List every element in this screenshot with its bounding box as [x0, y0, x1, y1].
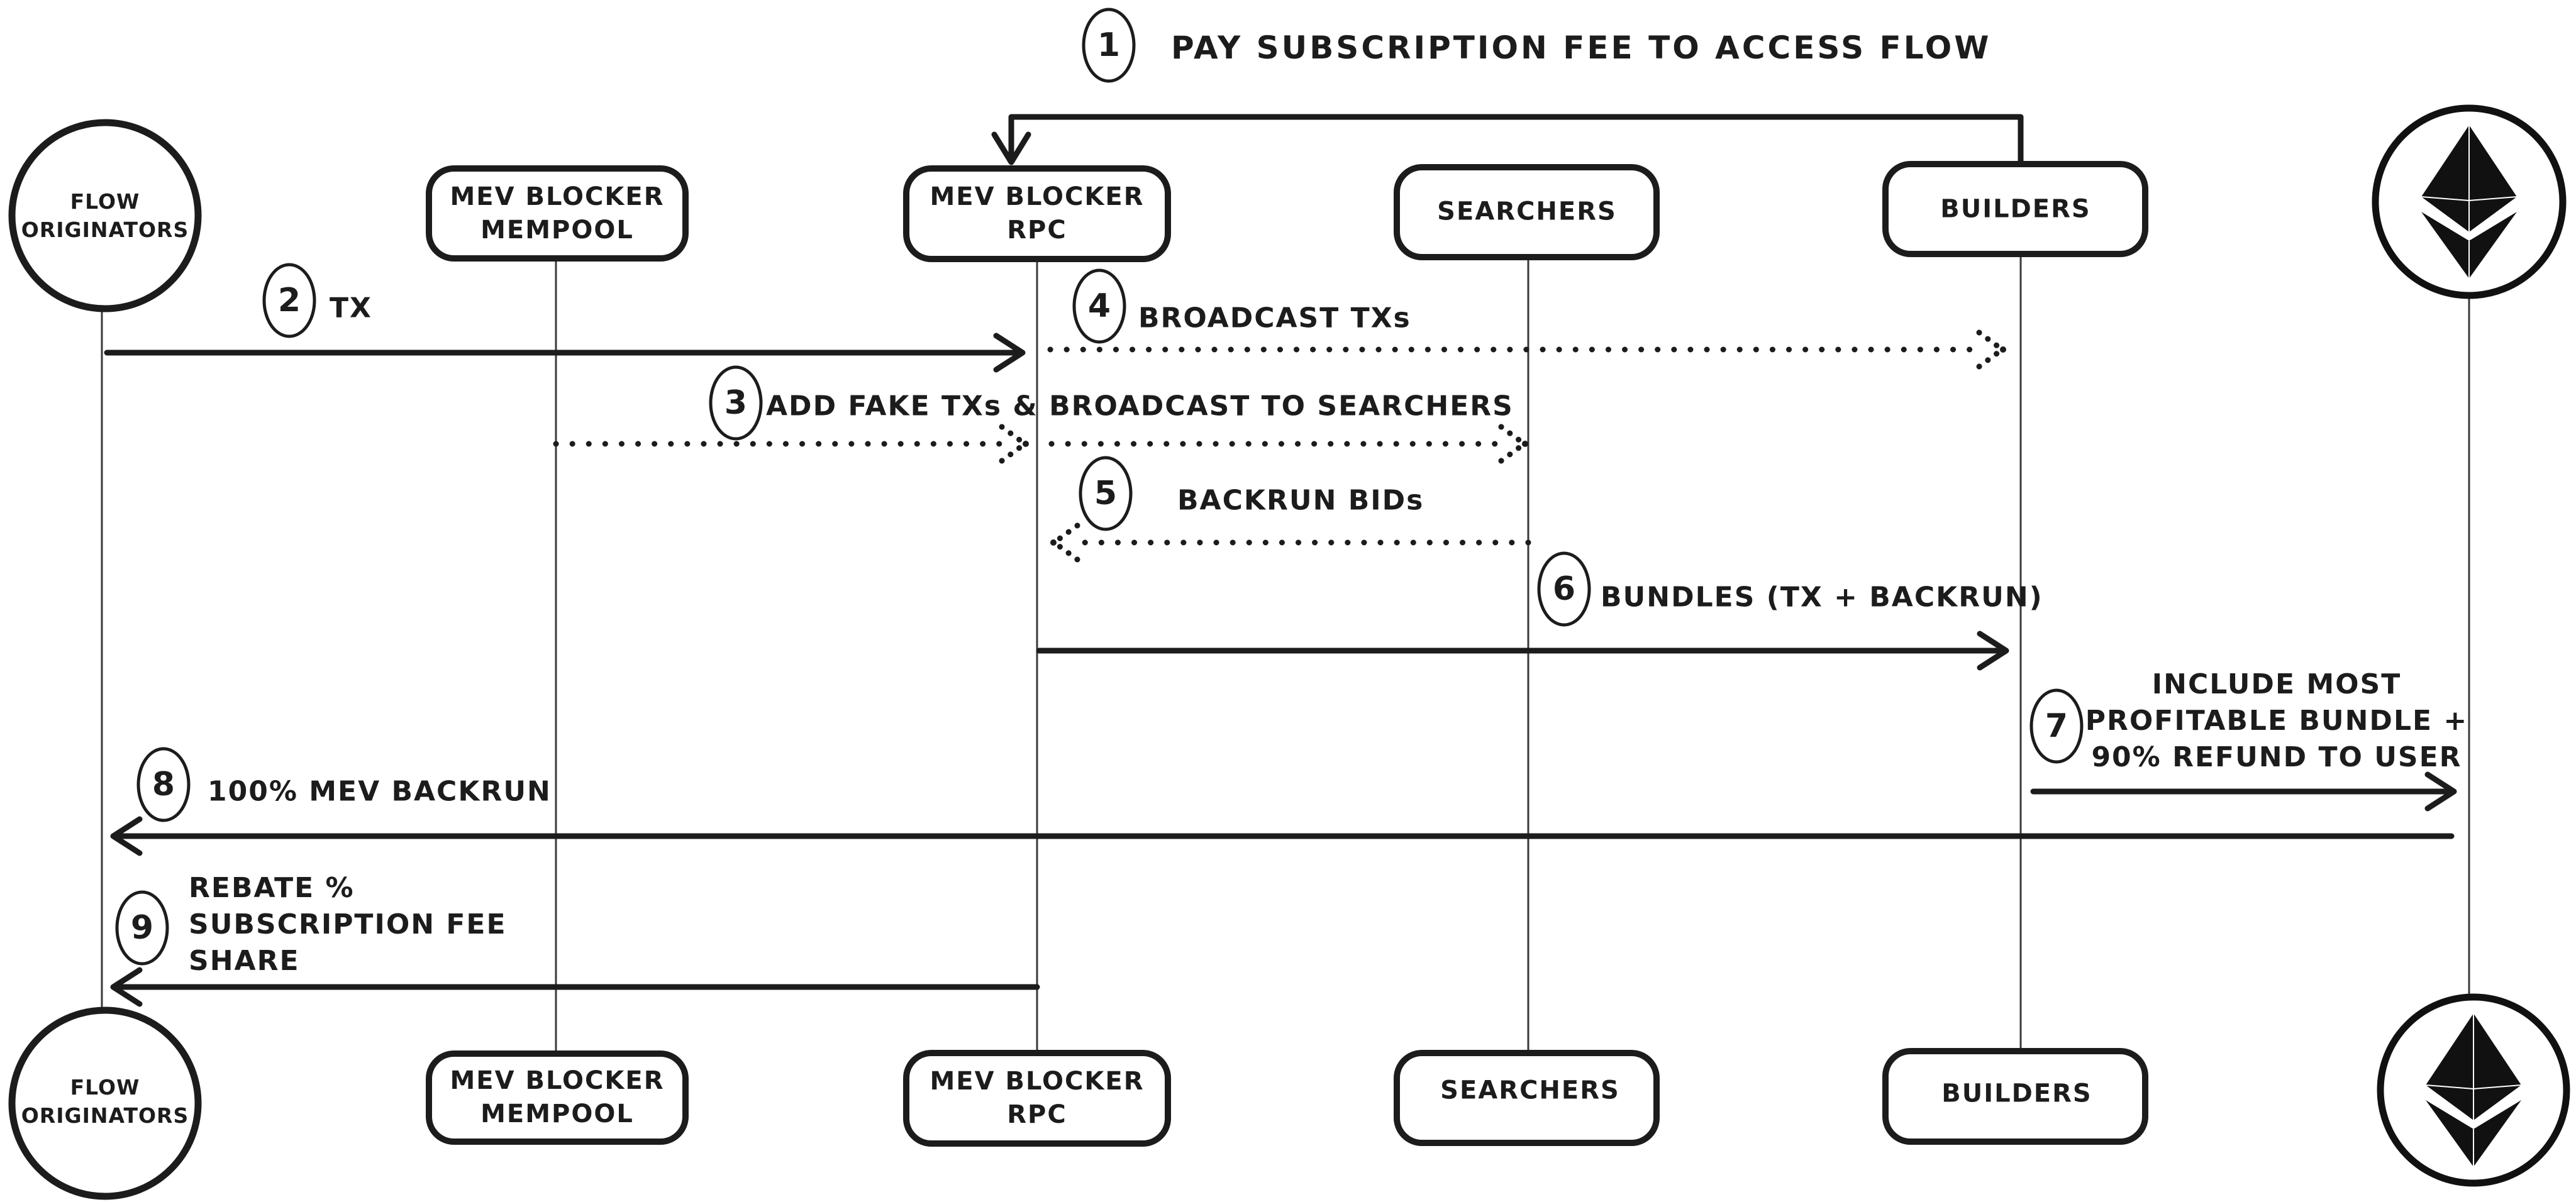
label-rebate: REBATE % SUBSCRIPTION FEE SHARE [189, 872, 507, 977]
box-builders-bottom [1882, 1048, 2148, 1145]
box-mev-blocker-mempool-bottom [426, 1050, 689, 1145]
actor-flow-originators-bottom: FLOW ORIGINATORS [21, 1075, 189, 1128]
badge-ellipse-4 [1072, 268, 1126, 344]
subscription-fee-connector [991, 114, 2024, 165]
step-badges [115, 8, 2084, 966]
arrowhead-left [110, 967, 143, 1007]
actor-mev-blocker-mempool-top: MEV BLOCKER MEMPOOL [450, 182, 665, 245]
arrowhead-right [1977, 631, 2009, 671]
actor-boxes-bottom [426, 1048, 2148, 1147]
badge-ellipse-2 [262, 263, 316, 338]
label-tx: TX [330, 292, 372, 324]
badge-6: 6 [1552, 570, 1576, 608]
actor-mev-blocker-mempool-bottom: MEV BLOCKER MEMPOOL [450, 1066, 665, 1128]
solid-arrows [104, 333, 2457, 1007]
label-include-bundle: INCLUDE MOST PROFITABLE BUNDLE + 90% REF… [2085, 668, 2468, 773]
ethereum-logo-icon [2425, 1013, 2522, 1167]
box-searchers-top [1394, 164, 1660, 260]
label-bundles: BUNDLES (TX + BACKRUN) [1601, 581, 2043, 614]
dotted-arrow-tips [1023, 346, 2006, 546]
badge-3: 3 [724, 384, 748, 422]
badge-ellipse-3 [709, 365, 763, 441]
actor-searchers-top: SEARCHERS [1437, 197, 1617, 226]
badge-2: 2 [277, 282, 301, 319]
box-mev-blocker-mempool-top [426, 165, 689, 262]
label-add-fake-txs: ADD FAKE TXs & BROADCAST TO SEARCHERS [766, 390, 1514, 422]
actor-searchers-bottom: SEARCHERS [1440, 1076, 1620, 1105]
badge-ellipse-7 [2029, 688, 2084, 764]
actor-mev-blocker-rpc-top: MEV BLOCKER RPC [930, 182, 1145, 245]
label-broadcast-txs: BROADCAST TXs [1138, 302, 1411, 334]
badge-1: 1 [1097, 26, 1121, 64]
actor-builders-top: BUILDERS [1940, 194, 2091, 224]
circle-flow-originators-bottom [8, 1006, 202, 1200]
actor-mev-blocker-rpc-bottom: MEV BLOCKER RPC [930, 1067, 1145, 1129]
actor-boxes-top [426, 161, 2148, 262]
ethereum-logo-icon [2421, 125, 2518, 278]
box-mev-blocker-rpc-top [903, 165, 1171, 262]
box-mev-blocker-rpc-bottom [903, 1050, 1171, 1147]
ethereum-node-top [2372, 104, 2567, 299]
dotted-arrows [553, 346, 1983, 546]
badge-9: 9 [130, 909, 154, 947]
badge-5: 5 [1094, 475, 1118, 512]
diagram-title: PAY SUBSCRIPTION FEE TO ACCESS FLOW [1171, 30, 1992, 66]
label-mev-backrun: 100% MEV BACKRUN [208, 775, 552, 808]
badge-ellipse-8 [136, 747, 191, 822]
dotted-arrowheads [999, 329, 2004, 563]
circle-flow-originators-top [8, 119, 202, 312]
badge-ellipse-6 [1537, 551, 1591, 627]
arrowhead-right [2424, 771, 2457, 812]
actor-flow-originators-top: FLOW ORIGINATORS [21, 189, 189, 242]
badge-ellipse-1 [1082, 8, 1136, 83]
actor-builders-bottom: BUILDERS [1941, 1079, 2092, 1108]
ethereum-node-bottom [2377, 993, 2570, 1187]
box-builders-top [1882, 161, 2148, 257]
label-backrun-bids: BACKRUN BIDs [1177, 484, 1424, 517]
lifelines [101, 255, 2470, 1053]
box-searchers-bottom [1394, 1050, 1660, 1146]
badge-4: 4 [1087, 287, 1111, 325]
arrowhead-left [110, 816, 143, 856]
badge-ellipse-5 [1079, 456, 1133, 531]
badge-8: 8 [152, 766, 175, 803]
arrowhead-right [993, 333, 1026, 373]
arrowhead-down [991, 131, 1031, 165]
badge-7: 7 [2045, 707, 2068, 745]
badge-ellipse-9 [115, 890, 169, 966]
